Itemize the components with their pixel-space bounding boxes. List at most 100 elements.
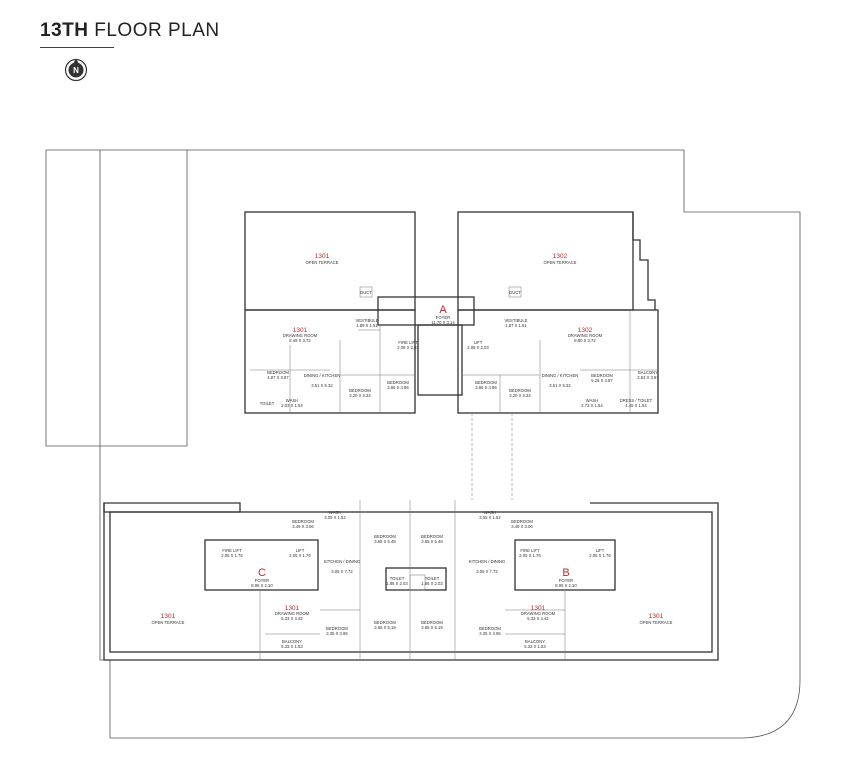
wash-b-left: WASH: [329, 510, 341, 515]
bed-l2: BEDROOM: [349, 388, 371, 393]
bed-b3-left: BEDROOM: [326, 626, 348, 631]
bed-b4-left: BEDROOM: [374, 620, 396, 625]
kd-left: KITCHEN / DINING: [324, 559, 361, 564]
foyer-a-dim: 11.70 X 3.14: [431, 320, 455, 325]
vestibule-left-dim: 1.89 X 1.51: [356, 323, 378, 328]
bed-b3-right: BEDROOM: [479, 626, 501, 631]
lift-c: LIFT: [296, 548, 305, 553]
bed-b4-right-dim: 3.65 X 5.19: [421, 625, 443, 630]
fire-lift-a-dim: 2.08 X 2.03: [397, 345, 419, 350]
bed-l3: BEDROOM: [387, 380, 409, 385]
open-terrace-bottom-left: OPEN TERRACE: [152, 620, 185, 625]
balcony-bottom-left-dim: 5.33 X 1.53: [281, 644, 303, 649]
dk-top-l: DINING / KITCHEN: [304, 373, 341, 378]
top-interior-walls: [250, 286, 658, 500]
dk-top-r: DINING / KITCHEN: [542, 373, 579, 378]
toilet-b-right-dim: 1.86 X 2.03: [421, 581, 443, 586]
bed-l1-dim: 4.87 X 3.87: [267, 375, 289, 380]
bed-r1: BEDROOM: [475, 380, 497, 385]
dress-toilet-dim: 4.45 X 1.54: [625, 403, 647, 408]
kd-right: KITCHEN / DINING: [469, 559, 506, 564]
title-floor-plan: FLOOR PLAN: [94, 20, 220, 41]
dr-bottom-left: DRAWING ROOM: [275, 611, 310, 616]
bed-b1-left-dim: 3.49 X 3.06: [292, 524, 314, 529]
duct-left: DUCT: [360, 290, 372, 295]
balcony-bottom-right: BALCONY: [525, 639, 545, 644]
fire-lift-c-dim: 2.05 X 1.76: [221, 553, 243, 558]
foyer-a-label: FOYER: [436, 315, 450, 320]
wash-l: WASH: [286, 398, 298, 403]
title-floor-number: 13TH: [40, 20, 89, 41]
unit-1301-top: 1301: [315, 253, 330, 260]
wash-b-left-dim: 3.05 X 1.52: [324, 515, 346, 520]
unit-1301-terrace-left: 1301: [161, 613, 176, 620]
bed-r2: BEDROOM: [509, 388, 531, 393]
open-terrace-1301-top: OPEN TERRACE: [306, 260, 339, 265]
site-boundary: [45, 149, 188, 447]
foyer-b: FOYER: [559, 578, 573, 583]
foyer-a-letter: A: [439, 304, 447, 316]
foyer-c: FOYER: [255, 578, 269, 583]
lift-c-dim: 2.05 X 1.76: [289, 553, 311, 558]
top-building-block: [244, 211, 659, 414]
bed-b3-left-dim: 3.35 X 3.96: [326, 631, 348, 636]
unit-1301-dr: 1301: [293, 327, 308, 334]
open-terrace-bottom-right: OPEN TERRACE: [640, 620, 673, 625]
dr-1302-top: DRAWING ROOM: [568, 333, 603, 338]
lift-a-dim: 2.08 X 2.03: [467, 345, 489, 350]
foyer-c-letter: C: [258, 567, 266, 579]
bed-b4-right: BEDROOM: [421, 620, 443, 625]
lift-a: LIFT: [474, 340, 483, 345]
bed-b2-right: BEDROOM: [421, 534, 443, 539]
bed-l1: BEDROOM: [267, 370, 289, 375]
unit-1302-top: 1302: [553, 253, 568, 260]
dr-1302-top-dim: 8.80 X 3.72: [574, 338, 596, 343]
balcony-top: BALCONY: [638, 370, 658, 375]
balcony-bottom-left: BALCONY: [282, 639, 302, 644]
title-underline: [40, 47, 114, 48]
dr-1301-top-dim: 8.49 X 3.72: [289, 338, 311, 343]
lift-b-dim: 2.05 X 1.76: [589, 553, 611, 558]
balcony-top-dim: 2.53 X 3.87: [637, 375, 659, 380]
wash-l-dim: 2.03 X 1.54: [281, 403, 303, 408]
bed-l3-dim: 3.66 X 4.86: [387, 385, 409, 390]
bed-b1-right: BEDROOM: [511, 519, 533, 524]
dr-bottom-right: DRAWING ROOM: [521, 611, 556, 616]
toilet-l: TOILET: [260, 401, 275, 406]
unit-1301-bottom-left: 1301: [285, 605, 300, 612]
bed-r1-dim: 3.66 X 4.86: [475, 385, 497, 390]
unit-1301-terrace-right: 1301: [649, 613, 664, 620]
site-boundary-main: [99, 149, 801, 739]
north-compass-icon: N: [64, 58, 88, 82]
vestibule-right: VESTIBULE: [504, 318, 527, 323]
fire-lift-b-dim: 2.05 X 1.76: [519, 553, 541, 558]
foyer-b-letter: B: [562, 567, 569, 579]
dr-1301-top: DRAWING ROOM: [283, 333, 318, 338]
lift-b: LIFT: [596, 548, 605, 553]
bed-b2-left-dim: 3.65 X 5.48: [374, 539, 396, 544]
bed-r2-dim: 3.20 X 3.34: [509, 393, 531, 398]
bed-b3-right-dim: 3.35 X 3.96: [479, 631, 501, 636]
bed-r3-dim: 5.25 X 3.87: [591, 378, 613, 383]
duct-right: DUCT: [509, 290, 521, 295]
fire-lift-b: FIRE LIFT: [520, 548, 540, 553]
bed-b1-left: BEDROOM: [292, 519, 314, 524]
foyer-c-dim: 8.95 X 2.10: [251, 583, 273, 588]
bottom-building-block: [103, 502, 719, 661]
fire-lift-c: FIRE LIFT: [222, 548, 242, 553]
dk-top-l-dim: 3.51 X 5.32: [311, 383, 333, 388]
balcony-bottom-right-dim: 5.33 X 1.53: [524, 644, 546, 649]
bed-b1-right-dim: 3.49 X 3.06: [511, 524, 533, 529]
open-terrace-1302-top: OPEN TERRACE: [544, 260, 577, 265]
wash-r: WASH: [586, 398, 598, 403]
wash-b-right: WASH: [484, 510, 496, 515]
fire-lift-a: FIRE LIFT: [398, 340, 418, 345]
wash-b-right-dim: 3.05 X 1.52: [479, 515, 501, 520]
toilet-b-left: TOILET: [390, 576, 405, 581]
bed-r3: BEDROOM: [591, 373, 613, 378]
bed-b4-left-dim: 3.65 X 5.19: [374, 625, 396, 630]
bed-b2-right-dim: 3.65 X 5.48: [421, 539, 443, 544]
vestibule-left: VESTIBULE: [355, 318, 378, 323]
kd-left-dim: 3.05 X 7.72: [331, 569, 353, 574]
